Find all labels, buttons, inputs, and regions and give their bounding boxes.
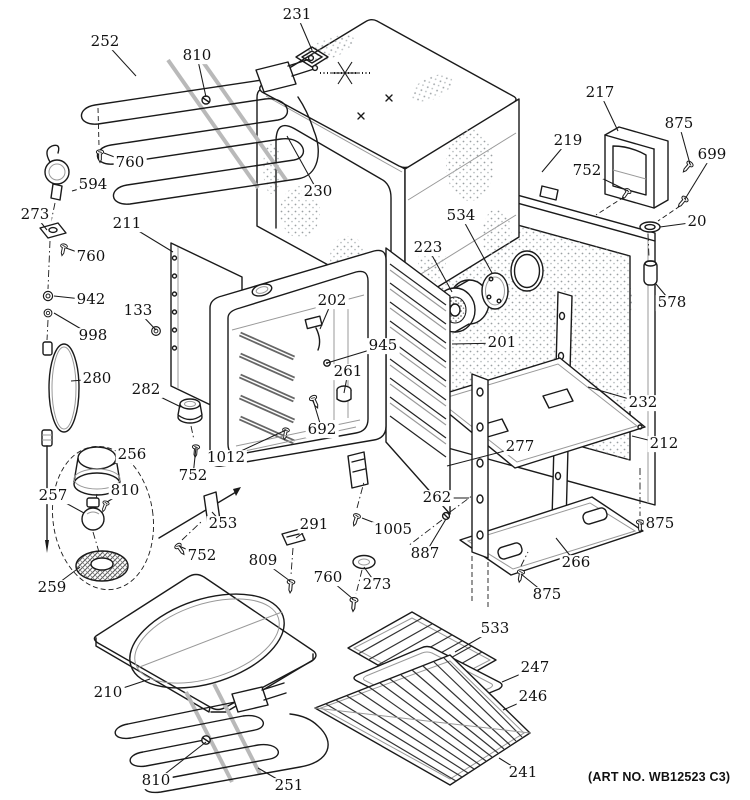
part-label-998: 998: [76, 326, 110, 345]
bottom-trim: [407, 468, 645, 584]
part-label-273: 273: [18, 205, 52, 224]
part-label-231: 231: [280, 5, 314, 24]
bottom-panel: [93, 573, 317, 713]
part-label-280: 280: [80, 369, 114, 388]
part-label-760: 760: [113, 153, 147, 172]
leader-line-230: [286, 135, 319, 193]
part-label-1012: 1012: [204, 448, 248, 467]
bake-element: [114, 682, 329, 794]
oven-rack-large: [314, 654, 531, 786]
part-label-752: 752: [570, 161, 604, 180]
part-label-273: 273: [360, 575, 394, 594]
part-label-752: 752: [185, 546, 219, 565]
part-label-257: 257: [36, 486, 70, 505]
part-label-945: 945: [366, 336, 400, 355]
part-label-223: 223: [411, 238, 445, 257]
part-label-133: 133: [121, 301, 155, 320]
part-label-202: 202: [315, 291, 349, 310]
part-label-291: 291: [297, 515, 331, 534]
part-label-875: 875: [662, 114, 696, 133]
part-label-251: 251: [272, 776, 306, 795]
thermostat-assembly: [39, 144, 80, 553]
part-label-253: 253: [206, 514, 240, 533]
part-label-809: 809: [246, 551, 280, 570]
part-label-247: 247: [518, 658, 552, 677]
part-label-760: 760: [311, 568, 345, 587]
part-label-232: 232: [626, 393, 660, 412]
art-number: (ART NO. WB12523 C3): [588, 770, 731, 784]
part-label-282: 282: [129, 380, 163, 399]
part-label-810: 810: [108, 481, 142, 500]
part-label-259: 259: [35, 578, 69, 597]
part-label-594: 594: [76, 175, 110, 194]
part-label-699: 699: [695, 145, 729, 164]
part-label-534: 534: [444, 206, 478, 225]
fan-cover: [481, 272, 509, 310]
part-label-752: 752: [176, 466, 210, 485]
part-label-246: 246: [516, 687, 550, 706]
part-label-578: 578: [655, 293, 689, 312]
door-hardware: [281, 528, 376, 613]
part-label-875: 875: [643, 514, 677, 533]
part-label-211: 211: [110, 214, 144, 233]
part-label-219: 219: [551, 131, 585, 150]
part-label-262: 262: [420, 488, 454, 507]
part-label-230: 230: [301, 182, 335, 201]
part-label-201: 201: [485, 333, 519, 352]
part-label-692: 692: [305, 420, 339, 439]
part-label-1005: 1005: [371, 520, 415, 539]
part-label-942: 942: [74, 290, 108, 309]
light-assembly: [52, 445, 154, 591]
part-label-875: 875: [530, 585, 564, 604]
part-label-241: 241: [506, 763, 540, 782]
part-label-261: 261: [331, 362, 365, 381]
side-rail-front: [471, 373, 489, 608]
receptacle-knob: [151, 326, 203, 459]
part-label-810: 810: [180, 46, 214, 65]
part-label-533: 533: [478, 619, 512, 638]
leader-line-534: [460, 215, 493, 274]
part-label-277: 277: [503, 437, 537, 456]
part-label-217: 217: [583, 83, 617, 102]
part-label-20: 20: [685, 212, 709, 231]
part-label-266: 266: [559, 553, 593, 572]
part-label-256: 256: [115, 445, 149, 464]
part-label-210: 210: [91, 683, 125, 702]
part-label-760: 760: [74, 247, 108, 266]
part-label-810: 810: [139, 771, 173, 790]
part-label-212: 212: [647, 434, 681, 453]
broil-element: [80, 50, 319, 205]
part-label-887: 887: [408, 544, 442, 563]
part-label-252: 252: [88, 32, 122, 51]
